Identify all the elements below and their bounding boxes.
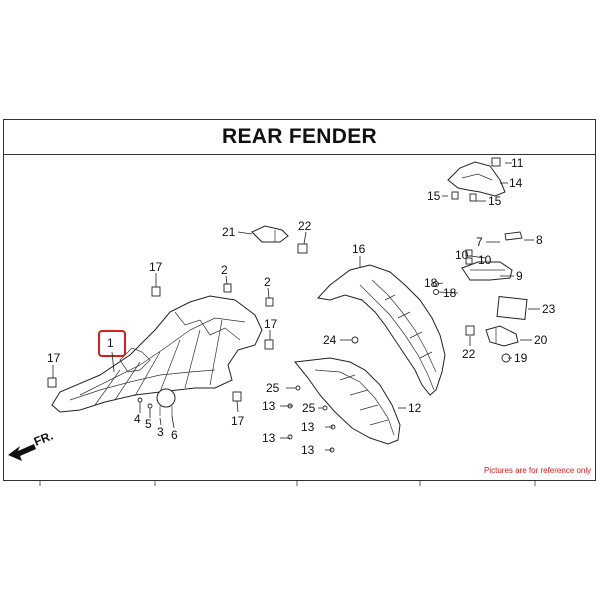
callout-25b: 25 [302,401,316,415]
callout-15a: 15 [427,189,441,203]
callout-7: 7 [476,235,483,249]
callout-1: 1 [107,336,114,350]
page-title: REAR FENDER [222,125,377,148]
license-light-housing-part[interactable] [447,161,506,197]
callout-3: 3 [157,425,164,439]
callout-16: 16 [352,242,366,256]
callout-17d: 17 [231,414,245,428]
callout-25a: 25 [266,381,280,395]
callout-12: 12 [408,401,422,415]
front-direction-arrow: FR. [8,429,55,461]
callout-5: 5 [145,417,152,431]
mud-flap-part[interactable] [294,357,401,445]
left-turn-signal-part[interactable] [251,225,289,243]
right-turn-signal-part[interactable] [485,325,519,347]
callout-13d: 13 [301,443,315,457]
callout-17a: 17 [149,260,163,274]
callout-4: 4 [134,412,141,426]
callout-8: 8 [536,233,543,247]
callout-labels: 1 2 2 3 4 5 6 7 8 9 10 10 11 12 13 13 13… [47,156,556,457]
callout-9: 9 [516,269,523,283]
callout-15b: 15 [488,194,502,208]
callout-18a: 18 [424,276,438,290]
inner-fender-part[interactable] [51,295,263,413]
bracket-part[interactable] [461,261,513,281]
callout-10a: 10 [455,248,469,262]
clamp-part[interactable] [156,388,176,416]
callout-24: 24 [323,333,337,347]
callout-13b: 13 [262,431,276,445]
callout-13a: 13 [262,399,276,413]
callout-6: 6 [171,428,178,442]
title-bar: REAR FENDER [3,119,596,155]
callout-2a: 2 [221,263,228,277]
callout-2b: 2 [264,275,271,289]
callout-21: 21 [222,225,236,239]
callout-10b: 10 [478,253,492,267]
front-direction-label: FR. [32,429,55,449]
bottom-ruler [39,480,536,486]
callout-18b: 18 [443,286,457,300]
reflector-part[interactable] [496,296,528,320]
leader-lines [52,162,540,451]
callout-22b: 22 [462,347,476,361]
callout-23: 23 [542,302,556,316]
callout-11: 11 [511,156,524,170]
reference-note: Pictures are for reference only [484,466,591,475]
callout-20: 20 [534,333,548,347]
callout-17b: 17 [264,317,278,331]
callout-22a: 22 [298,219,312,233]
rear-fender-part[interactable] [317,264,446,396]
fasteners [47,157,523,453]
callout-19: 19 [514,351,528,365]
callout-17c: 17 [47,351,61,365]
callout-13c: 13 [301,420,315,434]
callout-14: 14 [509,176,523,190]
